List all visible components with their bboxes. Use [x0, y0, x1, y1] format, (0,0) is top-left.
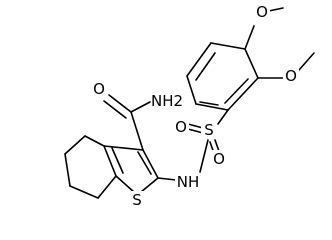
- atom-labels: NH2 O O S O NH S O O: [91, 3, 299, 209]
- sulfonyl-oxygen-bottom-label: O: [213, 150, 225, 168]
- bond-lines: [64, 7, 315, 199]
- sulfonyl-oxygen-left-label: O: [175, 118, 187, 136]
- amide-oxygen-label: O: [93, 80, 105, 98]
- sulfonyl-sulfur-label: S: [204, 121, 214, 139]
- thiophene-sulfur-label: S: [132, 191, 142, 209]
- methoxy-oxygen-top-label: O: [256, 3, 268, 21]
- amide-nh2-label: NH2: [151, 92, 183, 110]
- methoxy-oxygen-right-label: O: [285, 67, 297, 85]
- chemical-structure-diagram: NH2 O O S O NH S O O: [64, 3, 315, 209]
- sulfonamide-nh-label: NH: [177, 173, 200, 191]
